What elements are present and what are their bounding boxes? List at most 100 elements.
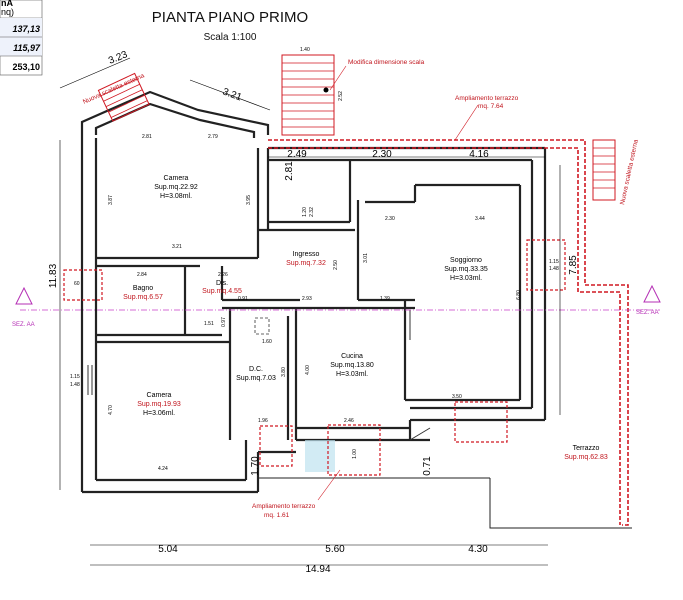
dim-small: 2.50	[333, 260, 339, 270]
window-box-left	[63, 269, 103, 301]
room-terrazzo: Terrazzo Sup.mq.62.83	[564, 445, 608, 461]
door-marks	[87, 365, 431, 441]
dim-win-148: 1.48	[70, 382, 80, 388]
window-box-cucina-left	[259, 425, 293, 467]
room-camera1: Camera Sup.mq.22.92 H=3.08ml.	[154, 175, 198, 200]
dim-small: 6.80	[516, 290, 522, 300]
dim-bottom-430: 4.30	[468, 544, 488, 555]
dim-roof-left: 3.23	[107, 49, 130, 67]
room-camera2: Camera Sup.mq.19.93 H=3.06ml.	[137, 392, 181, 417]
dim-small: 2.79	[208, 134, 218, 140]
terrace-extension	[63, 139, 632, 529]
window-box-right	[526, 239, 566, 291]
note-scaletta-right: Nuova scaletta esterna	[619, 139, 640, 206]
dim-small: 2.32	[309, 207, 315, 217]
room-area: Sup.mq.7.32	[286, 260, 326, 267]
dim-small: 3.21	[172, 244, 182, 250]
dim-small: 4.00	[305, 365, 311, 375]
dim-small: 60	[74, 281, 80, 287]
ampliamento-highlight	[305, 440, 335, 472]
dim-small: 2.84	[137, 272, 147, 278]
note-ampliamento-top-area: mq. 7.64	[478, 103, 504, 110]
window-box-soggiorno	[454, 401, 508, 443]
room-name: Camera	[164, 175, 189, 182]
room-cucina: Cucina Sup.mq.13.80 H=3.03ml.	[330, 353, 374, 378]
stair-left	[97, 72, 150, 122]
dim-side-1183: 11.83	[48, 263, 59, 288]
note-scaletta-left: Nuova scaletta esterna	[82, 72, 146, 106]
page-title: PIANTA PIANO PRIMO	[152, 9, 308, 26]
room-area: Sup.mq.19.93	[137, 401, 181, 408]
dim-small: 3.44	[475, 216, 485, 222]
stair-top	[281, 54, 335, 136]
dim-071: 0.71	[422, 456, 433, 476]
dim-small: 0.97	[221, 317, 227, 327]
section-label-right: SEZ. AA	[636, 310, 659, 316]
dim-bottom-504: 5.04	[158, 544, 178, 555]
dim-small: 1.20	[302, 207, 308, 217]
room-ingresso: Ingresso Sup.mq.7.32	[286, 251, 326, 267]
dim-bottom-560: 5.60	[325, 544, 345, 555]
dim-top-249: 2.49	[287, 149, 307, 160]
table-row: 115,97	[13, 43, 41, 53]
dim-small: 1.48	[549, 266, 559, 272]
table-row: 253,10	[12, 62, 40, 72]
room-area: Sup.mq.62.83	[564, 454, 608, 461]
outer-walls	[80, 90, 547, 494]
dim-small: 3.87	[108, 195, 114, 205]
summary-table: nA nq) 137,13 115,97 253,10	[0, 0, 43, 76]
dim-roof-right: 3.21	[221, 86, 243, 103]
room-bagno: Bagno Sup.mq.6.57	[123, 285, 163, 301]
room-name: Bagno	[133, 285, 153, 292]
dim-small: 3.01	[363, 253, 369, 263]
dim-top-230: 2.30	[372, 149, 392, 160]
room-area: Sup.mq.13.80	[330, 362, 374, 369]
dim-small: 1.00	[352, 449, 358, 459]
section-marker-right: SEZ. AA	[636, 284, 661, 316]
note-ampliamento-top-title: Ampliamento terrazzo	[455, 95, 519, 102]
note-modifica-scala: Modifica dimensione scala	[348, 59, 425, 66]
dim-small: 1.60	[262, 339, 272, 345]
table-header: nA	[1, 0, 13, 8]
dim-small: 4.24	[158, 466, 168, 472]
room-dis: Dis. Sup.mq.4.55	[202, 280, 242, 295]
room-name: Dis.	[216, 280, 228, 287]
dim-bottom-total: 14.94	[305, 564, 330, 575]
dim-small: 1.15	[549, 259, 559, 265]
dim-small: 2.30	[385, 216, 395, 222]
dim-small: 1.40	[300, 47, 310, 53]
dim-side-281: 2.81	[284, 161, 295, 181]
window-box-cucina	[327, 424, 381, 476]
dim-170: 1.70	[250, 456, 261, 476]
dim-win-115: 1.15	[70, 374, 80, 380]
room-name: Cucina	[341, 353, 363, 360]
dim-small: 3.50	[452, 394, 462, 400]
room-area: Sup.mq.7.03	[236, 375, 276, 382]
room-dc: D.C. Sup.mq.7.03	[236, 366, 276, 382]
dim-small: 2.52	[338, 91, 344, 101]
room-name: Soggiorno	[450, 257, 482, 264]
dim-small: 0.91	[238, 296, 248, 302]
dim-small: 2.81	[142, 134, 152, 140]
room-area: Sup.mq.6.57	[123, 294, 163, 301]
room-area: Sup.mq.22.92	[154, 184, 198, 191]
table-unit: nq)	[1, 7, 14, 17]
section-label-left: SEZ. AA	[12, 322, 35, 328]
scale-label: Scala 1:100	[204, 32, 257, 43]
dc-fixture	[254, 317, 270, 335]
dim-small: 2.46	[344, 418, 354, 424]
room-height: H=3.03ml.	[336, 371, 368, 378]
room-area: Sup.mq.33.35	[444, 266, 488, 273]
section-marker-left: SEZ. AA	[12, 286, 35, 328]
dim-small: 3.95	[246, 195, 252, 205]
room-name: D.C.	[249, 366, 263, 373]
table-row: 137,13	[12, 24, 40, 34]
room-soggiorno: Soggiorno Sup.mq.33.35 H=3.03ml.	[444, 257, 488, 282]
dim-small: 1.96	[258, 418, 268, 424]
room-height: H=3.06ml.	[143, 410, 175, 417]
dim-small: 1.39	[380, 296, 390, 302]
stair-right	[592, 139, 616, 201]
dim-side-785: 7.85	[568, 255, 579, 275]
room-name: Terrazzo	[573, 445, 600, 452]
